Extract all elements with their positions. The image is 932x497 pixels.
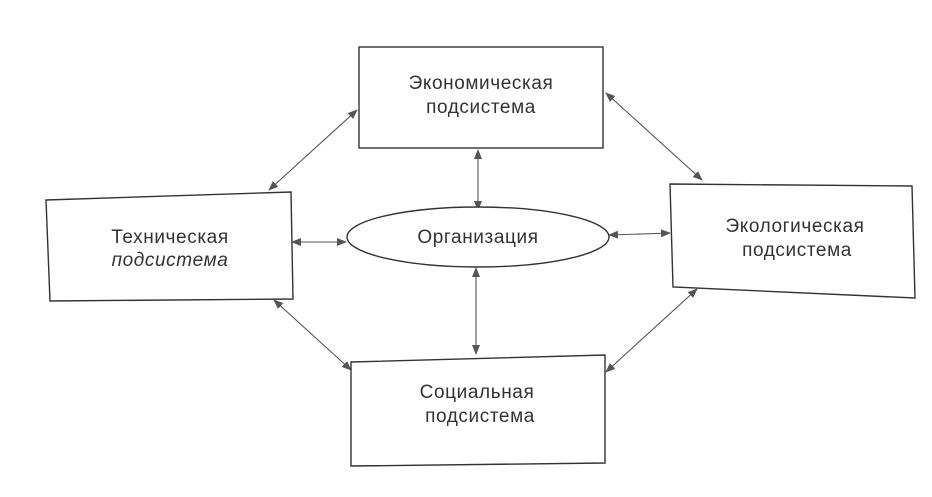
node-technical-subsystem: Техническая подсистема (45, 191, 294, 302)
arrow-ecological-social (605, 288, 698, 373)
technical-label-line1: Техническая (111, 227, 228, 248)
ecological-label-line1: Экологическая (725, 216, 864, 237)
ecological-label-line2: подсистема (742, 240, 852, 261)
connections (268, 92, 703, 373)
node-economic-subsystem: Экономическая подсистема (358, 46, 604, 149)
arrow-economic-ecological (605, 92, 703, 181)
social-label-line2: подсистема (425, 406, 535, 427)
node-ecological-subsystem: Экологическая подсистема (669, 183, 916, 299)
technical-label-line2: подсистема (112, 250, 229, 271)
node-organization: Организация (346, 206, 610, 268)
arrow-center-ecological (608, 229, 671, 239)
organization-label: Организация (417, 227, 538, 248)
social-label-line1: Социальная (420, 382, 535, 403)
node-social-subsystem: Социальная подсистема (350, 354, 606, 467)
arrow-technical-social (273, 299, 352, 371)
economic-label-line2: подсистема (426, 97, 536, 118)
arrow-economic-technical (268, 109, 358, 191)
economic-label-line1: Экономическая (409, 73, 554, 94)
